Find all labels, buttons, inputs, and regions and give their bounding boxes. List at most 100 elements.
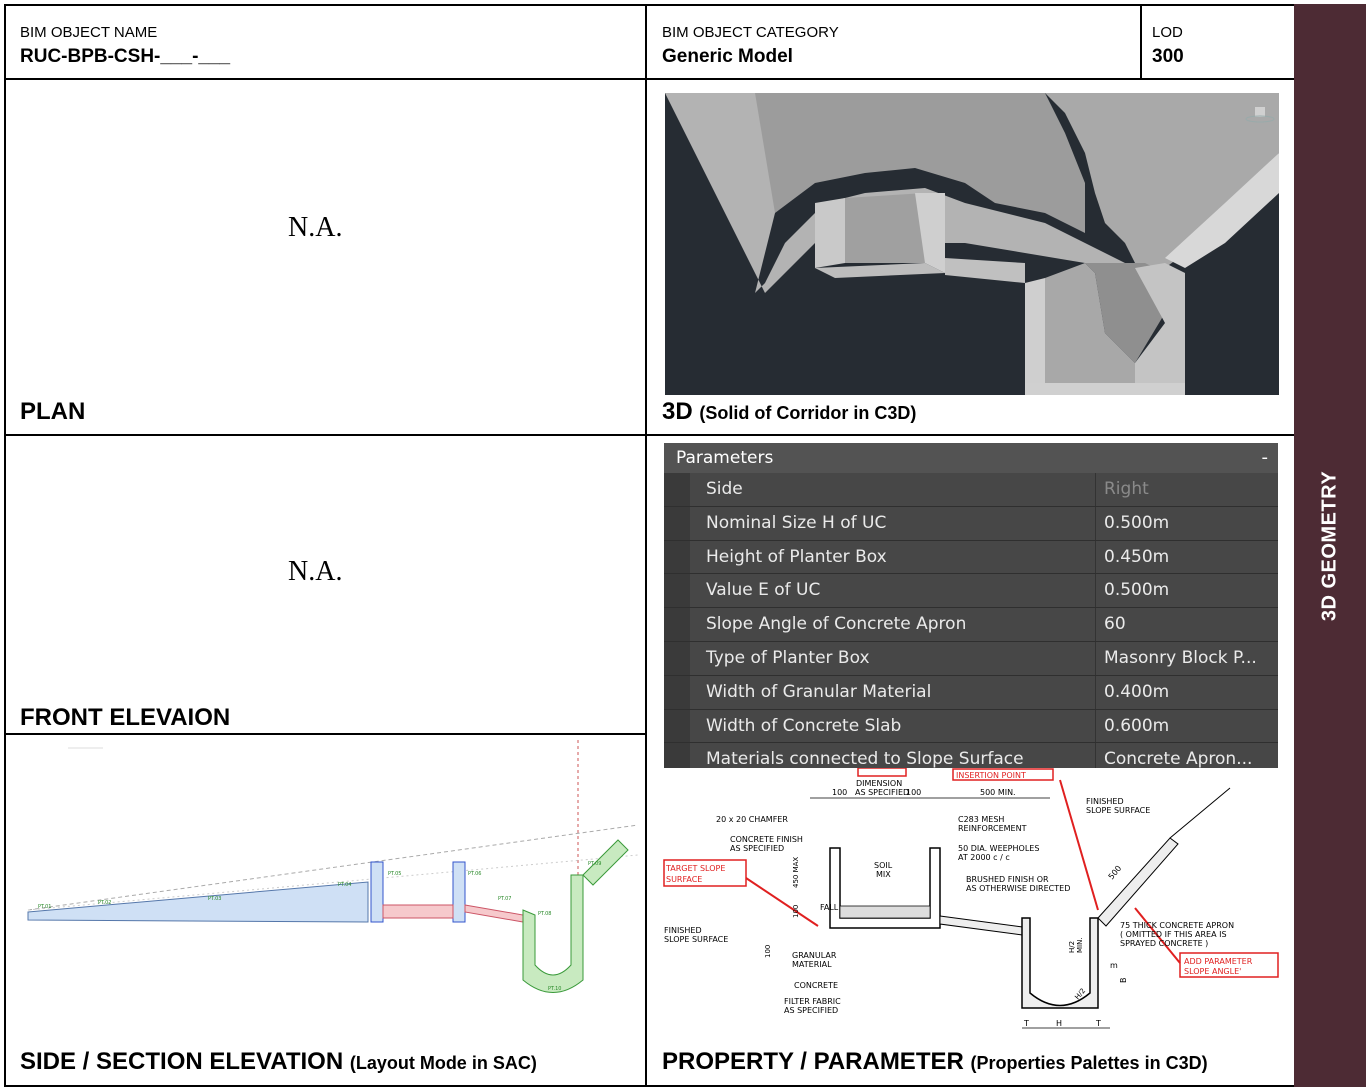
parameter-name: Materials connected to Slope Surface xyxy=(690,743,1096,768)
row-gutter xyxy=(664,608,690,641)
svg-text:PT.10: PT.10 xyxy=(548,986,561,992)
brushed-label: BRUSHED FINISH OR xyxy=(966,875,1049,884)
view3d-caption-main: 3D xyxy=(662,398,693,425)
t2-label: T xyxy=(1095,1019,1101,1028)
parameter-value[interactable]: 0.450m xyxy=(1096,540,1278,574)
svg-text:PT.09: PT.09 xyxy=(588,861,601,867)
dim-500-label: 500 xyxy=(1107,864,1124,881)
add-parameter-label-2: SLOPE ANGLE' xyxy=(1184,967,1241,976)
svg-text:PT.07: PT.07 xyxy=(498,896,511,902)
m-label: m xyxy=(1110,961,1118,970)
standard-detail-drawing: INSERTION POINT TARGET SLOPE SURFACE ADD… xyxy=(650,768,1290,1040)
front-na-text: N.A. xyxy=(288,556,343,587)
svg-text:PT.01: PT.01 xyxy=(38,904,51,910)
apron-label-3: SPRAYED CONCRETE ) xyxy=(1120,939,1208,948)
parameter-value[interactable]: 0.400m xyxy=(1096,675,1278,709)
svg-text:PT.06: PT.06 xyxy=(468,871,481,877)
b-label: B xyxy=(1119,978,1128,984)
svg-text:PT.04: PT.04 xyxy=(338,882,351,888)
svg-text:PT.08: PT.08 xyxy=(538,911,551,917)
granular-label: GRANULAR xyxy=(792,951,837,960)
dim-500min: 500 MIN. xyxy=(980,788,1016,797)
mesh-label: C283 MESH xyxy=(958,815,1004,824)
table-border-top xyxy=(4,4,1294,6)
row-gutter xyxy=(664,641,690,675)
svg-text:PT.02: PT.02 xyxy=(98,900,111,906)
brushed-label-2: AS OTHERWISE DIRECTED xyxy=(966,884,1070,893)
parameter-value[interactable]: 0.600m xyxy=(1096,709,1278,743)
category-label: BIM OBJECT CATEGORY xyxy=(662,24,839,41)
dim-450-label: 450 MAX xyxy=(792,857,800,888)
object-name-value: RUC-BPB-CSH-___-___ xyxy=(20,46,231,67)
h2min-label: H/2 xyxy=(1068,941,1076,953)
weepholes-label: 50 DIA. WEEPHOLES xyxy=(958,844,1039,853)
parameter-name: Width of Concrete Slab xyxy=(690,709,1096,743)
palette-title-bar[interactable]: Parameters - xyxy=(664,443,1278,473)
parameter-value[interactable]: 60 xyxy=(1096,608,1278,641)
add-parameter-label: ADD PARAMETER xyxy=(1184,957,1253,966)
apron-label: 75 THICK CONCRETE APRON xyxy=(1120,921,1234,930)
plan-na-text: N.A. xyxy=(288,212,343,243)
row2-bottom-border-left xyxy=(4,733,647,735)
parameter-value[interactable]: 0.500m xyxy=(1096,574,1278,608)
svg-text:PT.05: PT.05 xyxy=(388,871,401,877)
row-gutter xyxy=(664,743,690,768)
granular-label-2: MATERIAL xyxy=(792,960,832,969)
apron-label-2: ( OMITTED IF THIS AREA IS xyxy=(1120,930,1227,939)
finished-slope-label: FINISHED xyxy=(1086,797,1124,806)
finished-slope-label-b: SLOPE SURFACE xyxy=(1086,806,1150,815)
row-gutter xyxy=(664,574,690,608)
as-specified-label: AS SPECIFIED xyxy=(855,788,909,797)
parameter-name: Side xyxy=(690,473,1096,506)
target-slope-label-2: SURFACE xyxy=(666,875,702,884)
plan-caption: PLAN xyxy=(20,398,86,425)
soil-mix-label: SOIL xyxy=(874,861,893,870)
mesh-label-2: REINFORCEMENT xyxy=(958,824,1027,833)
parameter-name: Width of Granular Material xyxy=(690,675,1096,709)
concrete-label: CONCRETE xyxy=(794,981,838,990)
section-sidebar: 3D GEOMETRY xyxy=(1294,4,1366,1087)
dim-100b: 100 xyxy=(906,788,921,797)
row-gutter xyxy=(664,709,690,743)
view3d-caption: 3D (Solid of Corridor in C3D) xyxy=(662,398,916,426)
palette-title: Parameters xyxy=(676,448,774,468)
lod-label: LOD xyxy=(1152,24,1183,41)
parameter-name: Nominal Size H of UC xyxy=(690,506,1096,540)
table-divider-middle xyxy=(645,4,647,1087)
corridor-3d-view xyxy=(665,93,1279,395)
row-gutter xyxy=(664,675,690,709)
parameter-value[interactable]: Concrete Apron... xyxy=(1096,743,1278,768)
concrete-finish-label: CONCRETE FINISH xyxy=(730,835,803,844)
parameter-value[interactable]: 0.500m xyxy=(1096,506,1278,540)
parameter-value[interactable]: Masonry Block P... xyxy=(1096,641,1278,675)
palette-minimize-button[interactable]: - xyxy=(1261,447,1269,468)
filter-label: FILTER FABRIC xyxy=(784,997,841,1006)
finished-slope-label-2b: SLOPE SURFACE xyxy=(664,935,728,944)
object-name-label: BIM OBJECT NAME xyxy=(20,24,158,41)
chamfer-label: 20 x 20 CHAMFER xyxy=(716,815,788,824)
t1-label: T xyxy=(1023,1019,1029,1028)
parameter-value[interactable]: Right xyxy=(1096,473,1278,506)
parameter-name: Value E of UC xyxy=(690,574,1096,608)
concrete-finish-label-2: AS SPECIFIED xyxy=(730,844,784,853)
svg-text:PT.03: PT.03 xyxy=(208,896,221,902)
category-value: Generic Model xyxy=(662,46,793,67)
dim-100a: 100 xyxy=(832,788,847,797)
insertion-point-label: INSERTION POINT xyxy=(956,771,1026,780)
parameter-name: Type of Planter Box xyxy=(690,641,1096,675)
h-label: H xyxy=(1056,1019,1062,1028)
finished-slope-label-2: FINISHED xyxy=(664,926,702,935)
view3d-caption-sub: (Solid of Corridor in C3D) xyxy=(699,403,917,423)
